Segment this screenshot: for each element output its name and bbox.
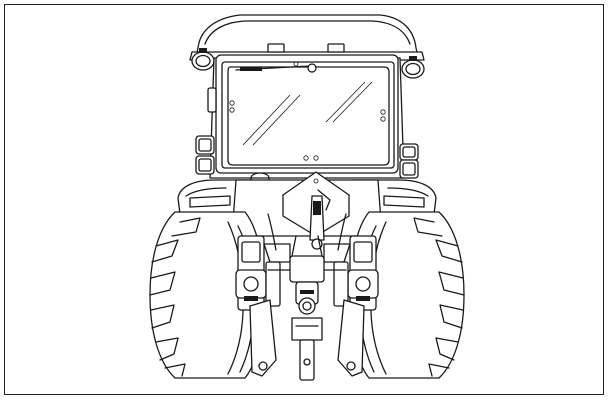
cab-roof xyxy=(189,14,425,61)
right-work-light xyxy=(401,56,425,79)
pto-shaft xyxy=(289,255,325,315)
right-lift-arm xyxy=(321,243,365,377)
rear-window xyxy=(227,66,390,166)
hydraulic-lines xyxy=(267,213,347,257)
left-axle-hub xyxy=(235,235,267,311)
rear-wiper xyxy=(235,61,317,73)
right-axle-hub xyxy=(347,235,379,311)
left-lift-arm xyxy=(249,243,293,377)
right-tail-lights xyxy=(399,143,419,179)
rear-housing xyxy=(231,171,383,237)
right-rear-tire xyxy=(349,211,465,379)
drawbar xyxy=(291,317,323,381)
left-cab-handle xyxy=(207,87,217,113)
left-tail-lights xyxy=(195,135,215,175)
window-bolts xyxy=(229,100,386,161)
